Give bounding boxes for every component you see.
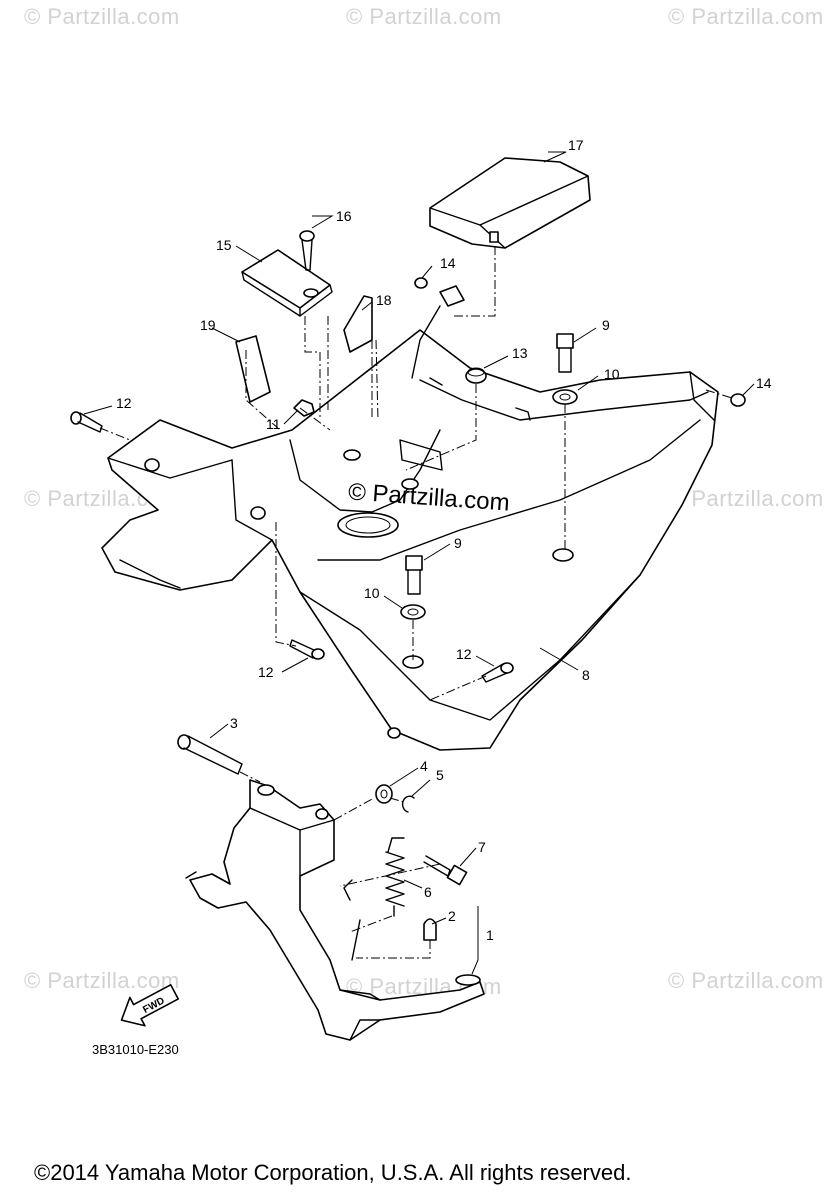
part-11-clip — [293, 399, 315, 417]
footrest-board — [101, 329, 719, 751]
part-13-grommet — [465, 367, 487, 384]
callout-9: 9 — [602, 317, 610, 333]
callout-16: 16 — [336, 208, 352, 224]
fwd-arrow-icon: FWD — [120, 984, 180, 1027]
part-12-screw-lower — [289, 639, 325, 660]
part-17-cover — [429, 157, 591, 249]
callout-3: 3 — [230, 715, 238, 731]
copyright-footer: ©2014 Yamaha Motor Corporation, U.S.A. A… — [34, 1160, 632, 1185]
part-14-grommet-upper — [411, 277, 465, 379]
callout-5: 5 — [436, 767, 444, 783]
watermark-mid-right: © Partzilla.com — [668, 486, 824, 511]
callout-6: 6 — [424, 884, 432, 900]
callout-8: 8 — [582, 667, 590, 683]
part-10-washer-upper — [552, 389, 578, 405]
part-7-bolt — [423, 855, 468, 886]
callout-15: 15 — [216, 237, 232, 253]
callout-13: 13 — [512, 345, 528, 361]
callout-9b: 9 — [454, 535, 462, 551]
part-16-screw — [299, 230, 315, 271]
callout-17: 17 — [568, 137, 584, 153]
part-2-stopper — [423, 918, 437, 941]
part-19-strip — [235, 335, 271, 403]
callout-11: 11 — [266, 416, 281, 432]
part-14-grommet-right — [730, 393, 746, 407]
callouts: 17 16 15 14 18 19 9 13 10 14 12 11 9 10 … — [116, 137, 772, 943]
callout-2: 2 — [448, 908, 456, 924]
part-3-shaft — [177, 734, 243, 775]
callout-12c: 12 — [456, 646, 472, 662]
callout-10: 10 — [604, 366, 620, 382]
part-12-screw-left — [70, 411, 103, 433]
callout-14: 14 — [440, 255, 456, 271]
callout-14b: 14 — [756, 375, 772, 391]
part-9-bolt-upper — [556, 333, 574, 373]
part-4-washer — [375, 784, 393, 804]
part-5-clip — [401, 795, 415, 813]
watermark-low-right: © Partzilla.com — [668, 968, 824, 993]
callout-19: 19 — [200, 317, 216, 333]
part-10-washer-lower — [400, 604, 426, 620]
watermark-top-right: © Partzilla.com — [668, 4, 824, 29]
watermark-top-left: © Partzilla.com — [24, 4, 180, 29]
callout-18: 18 — [376, 292, 392, 308]
callout-12b: 12 — [258, 664, 274, 680]
callout-10b: 10 — [364, 585, 380, 601]
callout-12: 12 — [116, 395, 132, 411]
diagram-code: 3B31010-E230 — [92, 1042, 179, 1057]
part-9-bolt-lower — [405, 555, 423, 595]
watermark-low-left: © Partzilla.com — [24, 968, 180, 993]
callout-4: 4 — [420, 758, 428, 774]
watermark-top-center: © Partzilla.com — [346, 4, 502, 29]
part-12-screw-right — [481, 662, 514, 683]
part-6-spring — [385, 837, 405, 917]
part-18-bracket — [343, 295, 373, 353]
part-15-lid — [241, 249, 333, 317]
callout-1: 1 — [486, 927, 494, 943]
callout-7: 7 — [478, 839, 486, 855]
part-1-center-stand — [185, 779, 485, 1041]
